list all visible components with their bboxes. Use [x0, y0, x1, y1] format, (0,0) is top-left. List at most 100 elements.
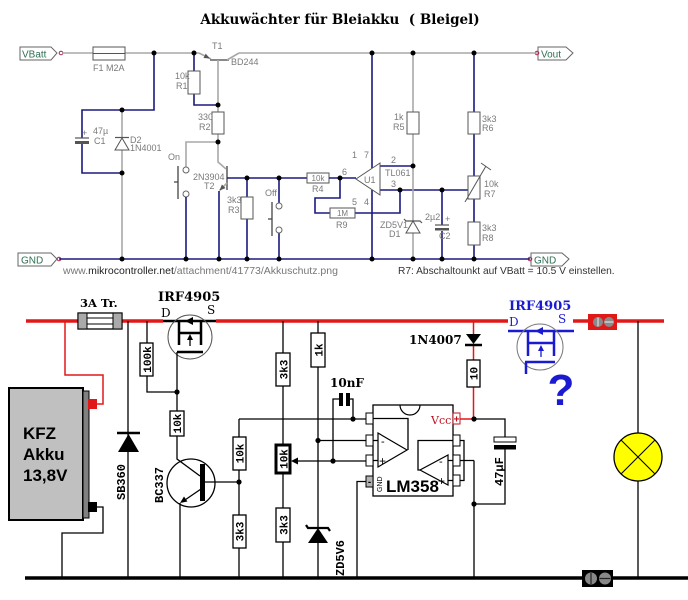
resistor-divider-b-bottom-label: 3k3 — [280, 515, 292, 535]
wire-battery-positive — [64, 321, 104, 405]
adjustment-note: R7: Abschaltounkt auf VBatt = 10.5 V ein… — [398, 266, 615, 277]
potentiometer-r7-adjust-arrow — [464, 162, 492, 203]
fuse-3a-cap-right — [112, 312, 123, 330]
transistor-t1-ref: T1 — [212, 41, 223, 51]
resistor-r8: 3k3 R8 — [467, 221, 497, 246]
resistor-divider-b-bottom: 3k3 — [275, 507, 292, 543]
resistor-r1-ref: R1 — [176, 81, 188, 91]
port-gnd-left-label: GND — [21, 256, 43, 267]
transistor-bc337-arrow-icon — [180, 496, 188, 503]
junction-dot — [397, 187, 403, 193]
port-vout: Vout — [534, 46, 574, 61]
transistor-bc337-base-bar — [200, 464, 205, 501]
opamp-u1-pin-4: 4 — [364, 197, 369, 207]
opamp-u1-pin-6: 6 — [342, 167, 347, 177]
resistor-r8-value: 3k3 — [482, 223, 497, 233]
resistor-1k-body — [310, 332, 326, 368]
port-vout-label: Vout — [541, 50, 561, 61]
opamp-u1-pin-5: 5 — [352, 197, 357, 207]
mosfet-alt-channel — [526, 331, 556, 356]
switch-on-pusher — [174, 166, 179, 199]
ic-vcc-label: Vcc — [430, 414, 451, 427]
ic-pin-2 — [365, 434, 374, 447]
junction-dot — [215, 102, 221, 108]
transistor-t1-value: BD244 — [231, 57, 259, 67]
resistor-r6-ref: R6 — [482, 123, 494, 133]
resistor-divider-a-bottom: 3k3 — [232, 514, 248, 549]
resistor-100k-label: 100k — [143, 346, 155, 373]
junction-dot — [410, 50, 416, 56]
zener-zd5v6-triangle — [308, 528, 328, 543]
junction-dot — [119, 107, 125, 113]
battery-terminal-negative — [88, 502, 97, 512]
capacitor-47uf: 47µF — [493, 436, 517, 486]
resistor-r3-ref: R3 — [228, 205, 240, 215]
ic-opamp-b-wiring — [417, 439, 453, 482]
junction-dot — [119, 256, 125, 262]
top-circuit: VBatt Vout GND GND F1 M2A — [17, 41, 615, 277]
resistor-10-ohm-body — [466, 359, 481, 388]
zener-d1-triangle — [405, 220, 421, 234]
junction-dot — [337, 175, 343, 181]
transistor-t2-arrow — [219, 184, 226, 191]
junction-dot — [439, 256, 445, 262]
fuse-f1-label: F1 M2A — [93, 63, 125, 73]
battery-terminal-positive — [88, 399, 97, 409]
resistor-r3-body — [240, 196, 254, 220]
junction-dot — [191, 50, 197, 56]
source-link-domain: mikrocontroller.net — [88, 265, 174, 277]
question-mark-icon: ? — [548, 366, 575, 415]
capacitor-c1-plate-bottom — [75, 141, 89, 144]
diode-d2-value: 1N4001 — [130, 143, 162, 153]
opamp-u1-pin-3: 3 — [391, 179, 396, 189]
junction-dot — [236, 479, 242, 485]
mosfet-alt-label: IRF4905 — [509, 299, 571, 314]
resistor-r4-value: 10k — [312, 174, 326, 183]
opamp-u1-pin-2: 2 — [391, 155, 396, 165]
top-junctions — [119, 50, 477, 262]
potentiometer-r7-ref: R7 — [484, 189, 496, 199]
capacitor-c2-plate-bottom — [435, 228, 449, 231]
battery-label-line2: Akku — [23, 445, 65, 464]
resistor-r1: 10k R1 — [175, 70, 201, 95]
resistor-r5-value: 1k — [394, 112, 404, 122]
junction-dot — [330, 458, 336, 464]
switch-off-contact-bottom — [275, 226, 283, 234]
potentiometer-10k-body — [274, 443, 292, 475]
port-gnd-left: GND — [17, 252, 62, 267]
resistor-10k-gate: 10k — [169, 410, 185, 437]
opamp-u1-pin-1: 1 — [352, 150, 357, 160]
port-gnd-right-shape — [530, 252, 570, 267]
wire-base-resistor — [176, 392, 201, 477]
transistor-t1-arrow — [203, 53, 210, 59]
resistor-10-ohm: 10 — [466, 359, 482, 388]
resistor-r1-body — [187, 70, 201, 95]
capacitor-c1: + 47µ C1 — [75, 126, 108, 146]
capacitor-c2: + 2µ2 C2 — [425, 212, 451, 241]
wire-47uf — [474, 418, 506, 505]
mosfet-alt-outline — [516, 323, 564, 371]
diode-1n4007: 1N4007 — [409, 333, 482, 347]
wire-on-switch-top — [185, 141, 218, 167]
junction-dot — [410, 256, 416, 262]
ic-gnd-label: GND — [377, 476, 384, 492]
diode-sb360: SB360 — [115, 431, 140, 500]
diode-sb360-triangle — [118, 434, 139, 452]
resistor-r9-body — [329, 207, 356, 219]
transistor-t2-value: 2N3904 — [193, 172, 225, 182]
resistor-1k: 1k — [310, 332, 327, 368]
opamp-u1: U1 TL061 1 7 2 3 6 5 4 — [342, 150, 411, 207]
ic-pin-gnd — [365, 475, 374, 488]
resistor-divider-b-top: 3k3 — [275, 352, 292, 387]
resistor-10k-gate-label: 10k — [173, 413, 185, 433]
resistor-r1-value: 10k — [175, 71, 190, 81]
capacitor-47uf-plate-top — [493, 436, 517, 443]
mosfet-irf4905-main: IRF4905 D S — [158, 290, 220, 392]
transistor-bc337: BC337 — [153, 458, 216, 508]
resistor-divider-b-top-label: 3k3 — [280, 359, 292, 379]
switch-off-pusher — [268, 202, 273, 236]
transistor-t1: T1 BD244 — [198, 41, 259, 67]
port-gnd-right-label: GND — [534, 256, 556, 267]
wire-supply-branch — [460, 321, 475, 420]
